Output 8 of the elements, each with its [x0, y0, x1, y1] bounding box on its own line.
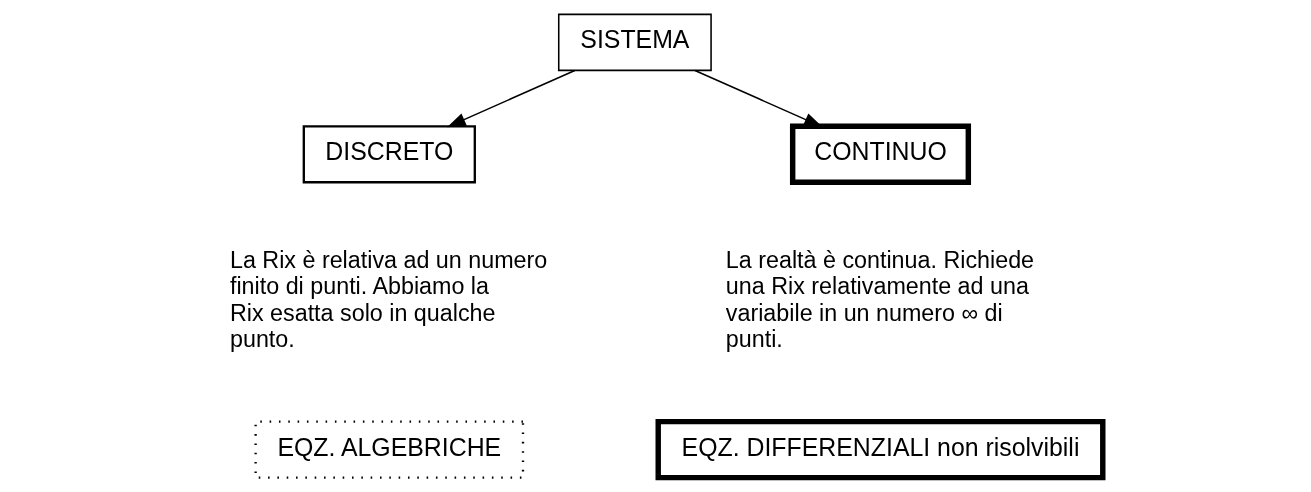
arrow [447, 69, 576, 128]
node-label: La realtà è continua. Richiede una Rix relativamente ad una variabile in un numero ∞ di punti. [725, 246, 1035, 353]
node-box: CONTINUO [789, 123, 972, 185]
node-box: DISCRETO [302, 125, 476, 184]
node-box: EQZ. DIFFERENZIALI non risolvibili [655, 418, 1106, 481]
node-label: La Rix è relativa ad un numero finito di punti. Abbiamo la Rix esatta solo in qualche punto. [229, 246, 548, 353]
node-box: SISTEMA [557, 13, 712, 72]
node-box: EQZ. ALGEBRICHE [254, 420, 525, 479]
